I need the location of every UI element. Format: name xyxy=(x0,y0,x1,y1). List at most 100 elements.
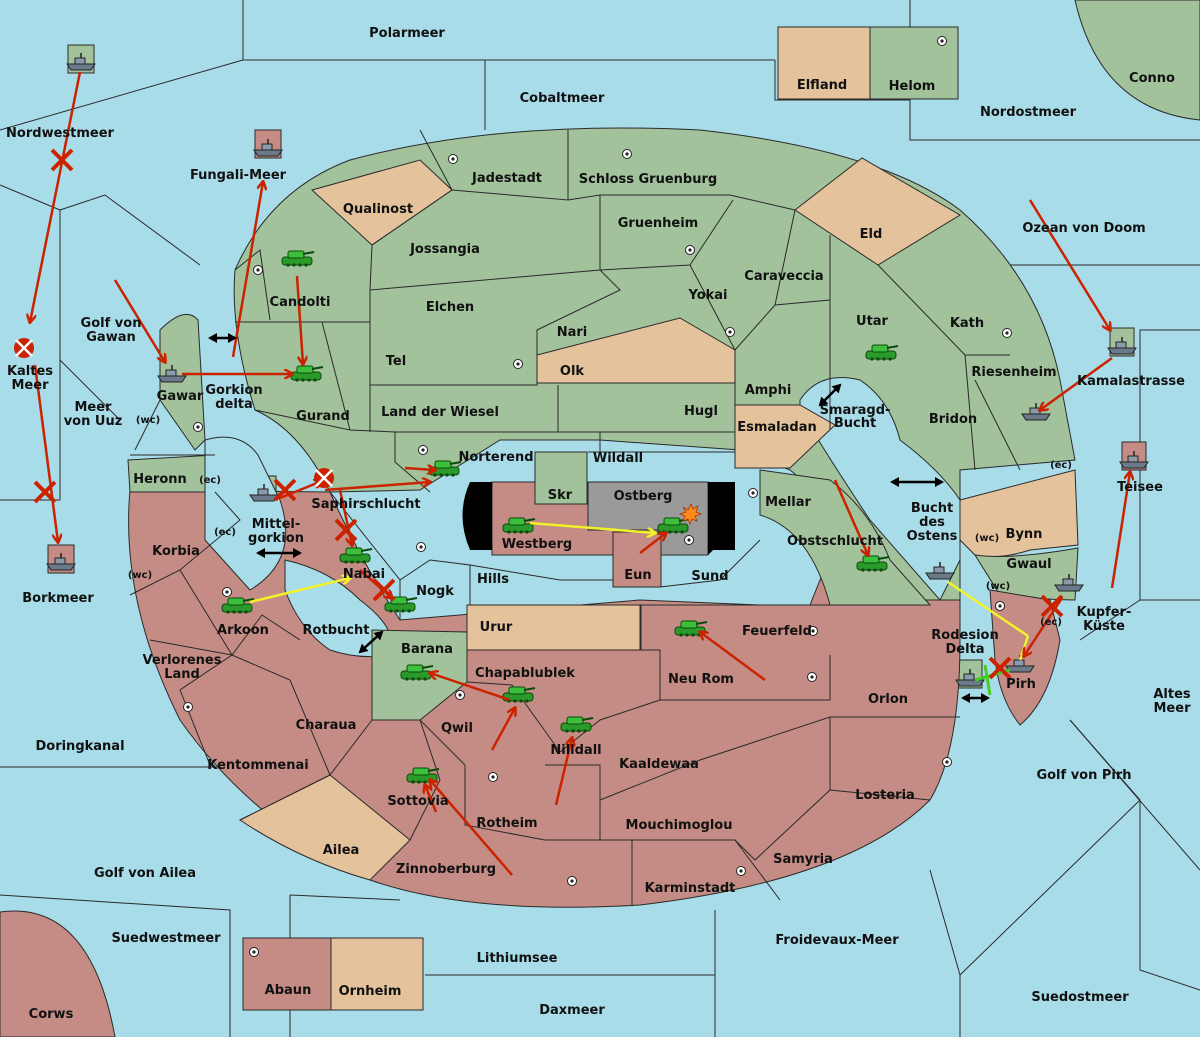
label-borkmeer: Borkmeer xyxy=(22,591,94,606)
label-heronn: Heronn xyxy=(133,472,187,487)
region-gawar[interactable] xyxy=(159,313,206,451)
label-conno: Conno xyxy=(1129,71,1175,86)
label-froidevaux-meer: Froidevaux-Meer xyxy=(775,933,899,948)
region-ailea[interactable] xyxy=(239,774,411,881)
sea-smaragd-bucht[interactable] xyxy=(799,377,961,601)
label-golf-von-ailea: Golf von Ailea xyxy=(94,866,196,881)
label-feuerfeld: Feuerfeld xyxy=(742,624,812,639)
label-golf-von-pirh: Golf von Pirh xyxy=(1036,768,1131,783)
label-samyria: Samyria xyxy=(773,852,833,867)
label-ostberg: Ostberg xyxy=(614,489,673,504)
label-gurand: Gurand xyxy=(296,409,350,424)
label-suedostmeer: Suedostmeer xyxy=(1031,990,1129,1005)
label-olk: Olk xyxy=(560,364,585,379)
label-ailea: Ailea xyxy=(323,843,360,858)
label-jossangia: Jossangia xyxy=(409,242,480,257)
label-urur: Urur xyxy=(480,620,513,635)
label-tel: Tel xyxy=(386,354,406,369)
region-esmaladan[interactable] xyxy=(734,404,836,469)
label-gwaul: Gwaul xyxy=(1006,557,1051,572)
straits xyxy=(208,333,990,703)
label-korbia-ec: (ec) xyxy=(214,527,236,538)
label-westberg: Westberg xyxy=(502,537,572,552)
region-eld[interactable] xyxy=(794,157,961,266)
label-sottovia: Sottovia xyxy=(387,794,448,809)
label-korbia: Korbia xyxy=(152,544,200,559)
label-fungali-meer: Fungali-Meer xyxy=(190,168,287,183)
region-eun[interactable] xyxy=(612,531,662,588)
label-nilldall: Nilldall xyxy=(550,743,601,758)
label-bynn: Bynn xyxy=(1006,527,1043,542)
region-skr[interactable] xyxy=(534,451,588,505)
label-nabai: Nabai xyxy=(343,567,385,582)
label-nordostmeer: Nordostmeer xyxy=(980,105,1077,120)
label-losteria: Losteria xyxy=(855,788,915,803)
label-gwaul-wc: (wc) xyxy=(986,581,1010,592)
label-utar: Utar xyxy=(856,314,889,329)
label-land-der-wiesel: Land der Wiesel xyxy=(381,405,499,420)
region-obstschlucht[interactable] xyxy=(759,469,932,606)
label-helom: Helom xyxy=(889,79,936,94)
region-corws[interactable] xyxy=(0,910,116,1037)
label-suedwestmeer: Suedwestmeer xyxy=(111,931,221,946)
label-heronn-ec: (ec) xyxy=(199,475,221,486)
label-kentommenai: Kentommenai xyxy=(207,758,308,773)
region-elfland[interactable] xyxy=(777,26,871,100)
label-qwil: Qwil xyxy=(441,721,473,736)
region-urur[interactable] xyxy=(466,604,642,651)
label-elfland: Elfland xyxy=(797,78,847,93)
region-labels: Polarmeer Cobaltmeer Elfland Helom Conno… xyxy=(6,26,1191,1022)
label-gawar: Gawar xyxy=(157,389,204,404)
label-doringkanal: Doringkanal xyxy=(35,739,124,754)
label-bynn-wc: (wc) xyxy=(975,533,999,544)
label-saphirschlucht: Saphirschlucht xyxy=(311,497,420,512)
label-orlon: Orlon xyxy=(868,692,908,707)
label-nordwestmeer: Nordwestmeer xyxy=(6,126,114,141)
label-nari: Nari xyxy=(557,325,588,340)
region-ornheim[interactable] xyxy=(330,937,424,1011)
label-daxmeer: Daxmeer xyxy=(539,1003,605,1018)
label-kath: Kath xyxy=(950,316,984,331)
label-korbia-wc: (wc) xyxy=(128,570,152,581)
label-ozean-von-doom: Ozean von Doom xyxy=(1022,221,1145,236)
label-schloss-gruenburg: Schloss Gruenburg xyxy=(579,172,717,187)
label-smaragd-bucht: Smaragd-Bucht xyxy=(820,403,891,431)
label-mittel-gorkion: Mittel-gorkion xyxy=(248,517,304,546)
label-elchen: Elchen xyxy=(426,300,474,315)
label-chapablublek: Chapablublek xyxy=(475,666,575,681)
label-zinnoberburg: Zinnoberburg xyxy=(396,862,496,877)
label-eun: Eun xyxy=(624,568,651,583)
label-candolti: Candolti xyxy=(270,295,331,310)
label-abaun: Abaun xyxy=(265,983,312,998)
label-rotheim: Rotheim xyxy=(476,816,537,831)
label-corws: Corws xyxy=(29,1007,74,1022)
label-bynn-ec: (ec) xyxy=(1050,460,1072,471)
label-lithiumsee: Lithiumsee xyxy=(477,951,558,966)
label-hugl: Hugl xyxy=(684,404,718,419)
label-jadestadt: Jadestadt xyxy=(471,171,542,186)
label-mouchimoglou: Mouchimoglou xyxy=(626,818,733,833)
label-teisee: Teisee xyxy=(1117,480,1163,495)
province-borders xyxy=(129,129,1021,905)
label-cobaltmeer: Cobaltmeer xyxy=(520,91,605,106)
label-pirh: Pirh xyxy=(1006,677,1036,692)
label-nogk: Nogk xyxy=(416,584,454,599)
region-conno[interactable] xyxy=(1074,0,1200,121)
label-neu-rom: Neu Rom xyxy=(668,672,734,687)
label-gruenheim: Gruenheim xyxy=(618,216,698,231)
label-kamalastrasse: Kamalastrasse xyxy=(1077,374,1185,389)
label-kupfer-kueste: Kupfer-Küste xyxy=(1077,605,1132,634)
label-rotbucht: Rotbucht xyxy=(303,623,370,638)
label-norterend: Norterend xyxy=(458,450,533,465)
label-ornheim: Ornheim xyxy=(339,984,402,999)
label-amphi: Amphi xyxy=(745,383,792,398)
label-charaua: Charaua xyxy=(296,718,357,733)
move-orders xyxy=(30,71,1130,876)
label-eld: Eld xyxy=(860,227,883,242)
